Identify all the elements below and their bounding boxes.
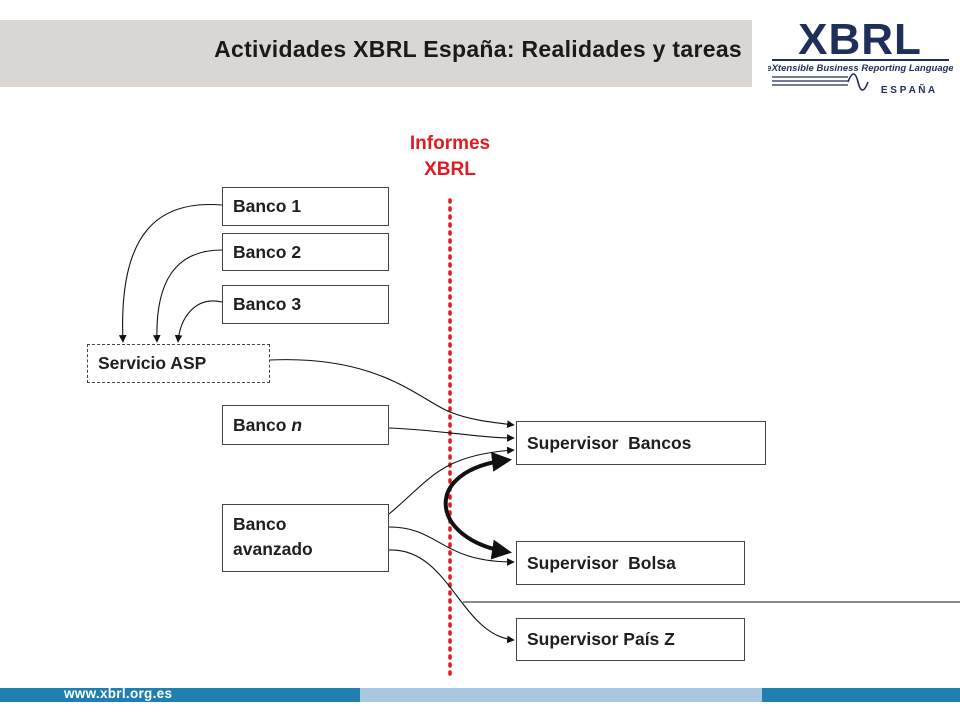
footer-bar-middle <box>360 688 762 702</box>
banco-n-label-variable: n <box>291 414 303 435</box>
arrow-asp-supervisor-bancos <box>269 359 515 428</box>
banco-n-box: Banco n <box>222 405 389 445</box>
supervisor-bancos-label: Supervisor Bancos <box>527 432 692 453</box>
logo-main-text: XBRL <box>798 16 922 64</box>
xbrl-espana-logo: XBRL eXtensible Business Reporting Langu… <box>766 15 954 104</box>
supervisor-bancos-box: Supervisor Bancos <box>516 421 766 465</box>
logo-tagline: eXtensible Business Reporting Language <box>768 63 953 74</box>
arrow-avanzado-supervisor-bolsa <box>388 526 515 566</box>
banco-avanzado-line1: Banco <box>233 514 287 534</box>
supervisor-bolsa-box: Supervisor Bolsa <box>516 541 745 585</box>
logo-graphic: XBRL eXtensible Business Reporting Langu… <box>766 15 954 102</box>
arrow-avanzado-supervisor-pais <box>388 549 515 644</box>
servicio-asp-label: Servicio ASP <box>98 353 207 373</box>
banco-3-box: Banco 3 <box>222 285 389 324</box>
footer-bar-right <box>762 688 960 702</box>
informes-xbrl-label: Informes XBRL <box>380 131 520 183</box>
informes-label-line2: XBRL <box>424 159 476 180</box>
arrow-banco2-asp <box>152 249 223 343</box>
banco-n-label-prefix: Banco <box>233 414 292 435</box>
arrow-bancos-bolsa-exchange <box>443 451 512 560</box>
logo-country: E S P A Ñ A <box>881 83 935 96</box>
arrow-banco1-asp <box>118 203 223 343</box>
supervisor-pais-label: Supervisor País Z <box>527 629 675 649</box>
banco-1-box: Banco 1 <box>222 187 389 226</box>
banco-3-label: Banco 3 <box>233 294 302 314</box>
supervisor-bolsa-label: Supervisor Bolsa <box>527 552 676 573</box>
footer-url[interactable]: www.xbrl.org.es <box>64 686 173 701</box>
informes-label-line1: Informes <box>409 133 491 154</box>
banco-2-label: Banco 2 <box>233 241 302 262</box>
arrow-banco-n-supervisor-bancos <box>388 427 515 442</box>
arrow-banco3-asp <box>174 300 223 343</box>
supervisor-pais-box: Supervisor País Z <box>516 618 745 661</box>
footer-bar-left <box>0 688 360 702</box>
banco-1-label: Banco 1 <box>233 196 302 216</box>
banco-avanzado-box: Banco avanzado <box>222 504 389 572</box>
servicio-asp-box: Servicio ASP <box>87 344 270 383</box>
title-band: Actividades XBRL España: Realidades y ta… <box>0 20 752 87</box>
banco-2-box: Banco 2 <box>222 233 389 271</box>
banco-avanzado-line2: avanzado <box>233 539 313 559</box>
page-title: Actividades XBRL España: Realidades y ta… <box>214 36 742 62</box>
